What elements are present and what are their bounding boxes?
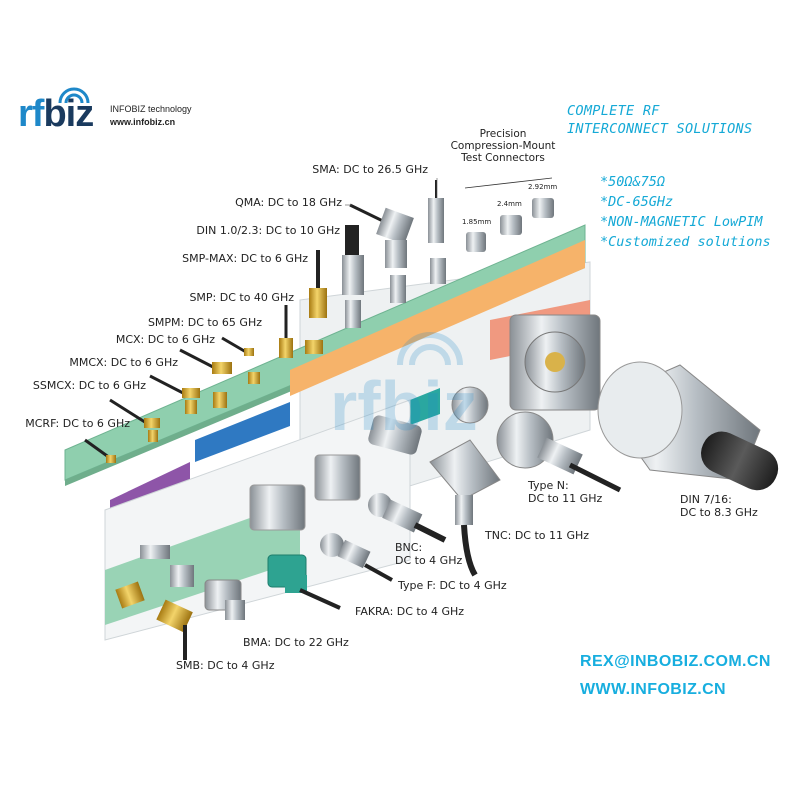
- contact-website[interactable]: WWW.INFOBIZ.CN: [580, 681, 727, 698]
- label-smp: SMP: DC to 40 GHz: [189, 291, 294, 304]
- svg-text:rfbiz: rfbiz: [330, 367, 478, 445]
- smp-connector: [279, 305, 323, 358]
- label-din: DIN 1.0/2.3: DC to 10 GHz: [196, 224, 340, 237]
- tnc-connector: [429, 439, 501, 577]
- feature-item: *Customized solutions: [600, 234, 771, 250]
- precision-title-line3: Test Connectors: [461, 152, 545, 165]
- label-mmcx: MMCX: DC to 6 GHz: [69, 356, 178, 369]
- headline-line2: INTERCONNECT SOLUTIONS: [567, 121, 753, 138]
- logo-company: INFOBIZ technology: [110, 104, 192, 114]
- feature-item: *50Ω&75Ω: [600, 174, 666, 190]
- label-type-f: Type F: DC to 4 GHz: [398, 579, 507, 592]
- label-mcrf: MCRF: DC to 6 GHz: [25, 417, 130, 430]
- label-mcx: MCX: DC to 6 GHz: [115, 333, 215, 346]
- mid-panel-connectors: [249, 386, 489, 531]
- smb-connector: [115, 545, 194, 660]
- size-label-185: 1.85mm: [462, 218, 492, 226]
- brand-logo: rfbiz INFOBIZ technology www.infobiz.cn: [18, 87, 192, 135]
- bnc-connector: [368, 493, 447, 543]
- precision-title-line1: Precision: [479, 128, 527, 140]
- label-bnc-line1: BNC:: [395, 541, 423, 554]
- size-label-292: 2.92mm: [528, 183, 558, 191]
- label-fakra: FAKRA: DC to 4 GHz: [355, 605, 465, 618]
- bma-connector: [204, 579, 245, 620]
- label-din-716-line2: DC to 8.3 GHz: [680, 505, 758, 519]
- size-label-24: 2.4mm: [497, 200, 522, 208]
- mcx-connector: [179, 348, 232, 408]
- fakra-connector: [267, 554, 341, 610]
- logo-wordmark: rfbiz: [18, 93, 94, 135]
- logo-biz: biz: [43, 93, 94, 135]
- logo-website: www.infobiz.cn: [110, 117, 176, 127]
- label-type-n-line1: Type N:: [528, 479, 569, 492]
- headline: COMPLETE RF INTERCONNECT SOLUTIONS: [567, 102, 752, 138]
- headline-line1: COMPLETE RF: [567, 103, 660, 119]
- logo-sidetext: INFOBIZ technology www.infobiz.cn: [110, 103, 192, 129]
- label-tnc: TNC: DC to 11 GHz: [485, 529, 590, 542]
- feature-item: *NON-MAGNETIC LowPIM: [600, 214, 763, 230]
- sma-connector: [428, 180, 444, 243]
- precision-title: Precision Compression-Mount Test Connect…: [448, 128, 558, 164]
- contact-email[interactable]: REX@INBOBIZ.COM.CN: [580, 653, 771, 670]
- label-sma: SMA: DC to 26.5 GHz: [312, 163, 428, 176]
- type-n-connector: [496, 411, 622, 493]
- din-1023-connector: [342, 225, 406, 303]
- leader-lines: [345, 178, 438, 206]
- label-qma: QMA: DC to 18 GHz: [235, 196, 342, 209]
- smpm-connector: [221, 336, 260, 384]
- label-bma: BMA: DC to 22 GHz: [243, 636, 349, 649]
- mcrf-connector: [84, 438, 116, 463]
- din-716-connector: [509, 314, 779, 491]
- wifi-icon: [58, 87, 90, 104]
- label-din-716: DIN 7/16: DC to 8.3 GHz: [680, 493, 758, 519]
- label-smb: SMB: DC to 4 GHz: [176, 659, 275, 672]
- watermark-logo: rfbiz: [330, 332, 478, 445]
- label-type-n-line2: DC to 11 GHz: [528, 491, 603, 505]
- label-smp-max: SMP-MAX: DC to 6 GHz: [182, 252, 308, 265]
- label-bnc-line2: DC to 4 GHz: [395, 553, 463, 567]
- label-ssmcx: SSMCX: DC to 6 GHz: [32, 379, 146, 392]
- feature-item: *DC-65GHz: [600, 194, 674, 210]
- label-smpm: SMPM: DC to 65 GHz: [147, 316, 262, 329]
- label-bnc: BNC: DC to 4 GHz: [395, 541, 463, 567]
- logo-rf: rf: [18, 93, 44, 135]
- qma-connector: [349, 203, 446, 284]
- ssmcx-connector: [109, 398, 160, 442]
- type-f-connector: [320, 533, 393, 582]
- precision-title-line2: Compression-Mount: [450, 140, 556, 153]
- label-type-n: Type N: DC to 11 GHz: [528, 479, 603, 505]
- label-din-716-line1: DIN 7/16:: [680, 493, 732, 506]
- feature-list: *50Ω&75Ω *DC-65GHz *NON-MAGNETIC LowPIM …: [600, 172, 771, 252]
- mmcx-connector: [149, 374, 200, 414]
- smp-max-connector: [309, 250, 361, 328]
- precision-connectors: [464, 177, 554, 252]
